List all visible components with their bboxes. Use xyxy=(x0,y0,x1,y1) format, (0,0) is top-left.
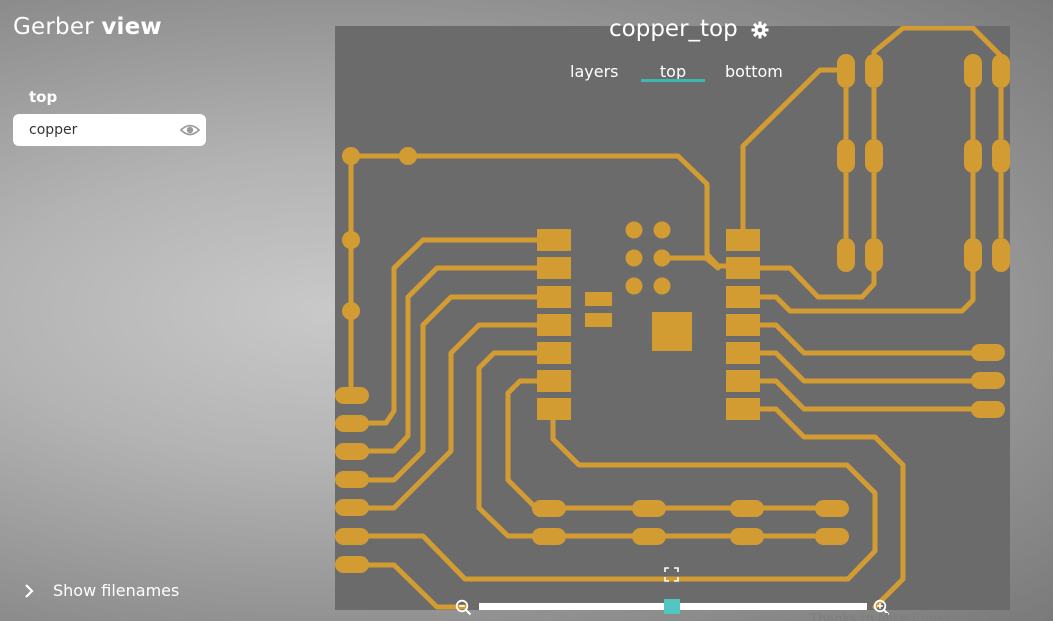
app-title-bold: view xyxy=(101,14,162,40)
gear-icon[interactable] xyxy=(751,21,769,39)
fullscreen-icon[interactable] xyxy=(664,567,679,582)
tab-top[interactable]: top xyxy=(659,62,687,81)
view-title: copper_top xyxy=(609,16,738,42)
tab-layers[interactable]: layers xyxy=(570,62,619,81)
chevron-right-icon xyxy=(25,583,34,598)
app-title-light: Gerber xyxy=(13,14,94,40)
layer-section-label: top xyxy=(29,88,58,106)
zoom-out-icon[interactable] xyxy=(455,599,472,616)
layer-item-copper[interactable]: copper xyxy=(13,114,206,146)
zoom-in-icon[interactable] xyxy=(873,599,890,616)
tab-bottom[interactable]: bottom xyxy=(725,62,783,81)
active-tab-indicator xyxy=(641,79,705,82)
show-filenames-toggle[interactable]: Show filenames xyxy=(22,581,179,600)
eye-icon[interactable] xyxy=(180,122,200,138)
copper-layer-render xyxy=(335,26,1010,610)
layer-item-label: copper xyxy=(29,122,78,138)
credit-text: Thanks to Mike Cousins for his great xyxy=(810,612,1046,621)
zoom-slider-thumb[interactable] xyxy=(664,599,680,614)
view-tabs: layers top bottom xyxy=(0,62,1053,86)
pcb-board-view[interactable] xyxy=(335,26,1010,610)
show-filenames-label: Show filenames xyxy=(53,581,180,600)
app-title: Gerber view xyxy=(13,14,162,40)
